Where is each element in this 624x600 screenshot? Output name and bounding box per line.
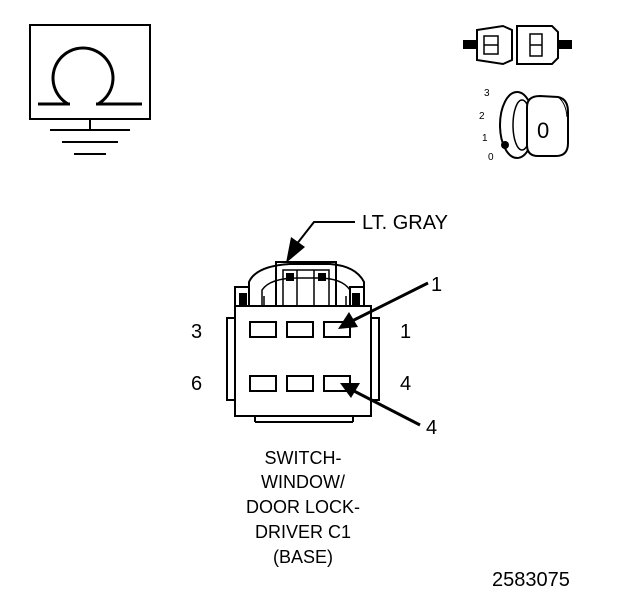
inline-connector-icon	[463, 24, 572, 66]
pin1-leader-arrow	[338, 281, 429, 329]
cavity-5	[286, 375, 314, 392]
color-leader-arrow	[286, 221, 355, 263]
cavity-label-6: 6	[191, 373, 202, 395]
callout-pin-1: 1	[431, 274, 442, 296]
caption-line-5: (BASE)	[273, 547, 333, 567]
ignition-position-0: 0	[488, 152, 494, 163]
wire-color-label: LT. GRAY	[362, 212, 448, 234]
callout-pin-4: 4	[426, 417, 437, 439]
cavity-6	[249, 375, 277, 392]
cavity-label-4: 4	[400, 373, 411, 395]
caption-line-2: WINDOW/	[261, 472, 345, 492]
ignition-position-1: 1	[482, 133, 488, 144]
caption-line-3: DOOR LOCK-	[246, 497, 360, 517]
cavity-3	[249, 321, 277, 338]
cavity-label-1: 1	[400, 321, 411, 343]
ignition-position-3: 3	[484, 88, 490, 99]
caption-line-4: DRIVER C1	[255, 522, 351, 542]
connector-body	[226, 261, 380, 423]
key-label: 0	[537, 118, 549, 143]
ground-ohm-icon	[29, 24, 151, 155]
cavity-grid	[249, 321, 351, 392]
figure-number: 2583075	[492, 569, 570, 591]
cavity-2	[286, 321, 314, 338]
ignition-key-icon	[499, 91, 569, 159]
pin4-leader-arrow	[340, 383, 421, 427]
ignition-position-2: 2	[479, 111, 485, 122]
caption-line-1: SWITCH-	[265, 448, 342, 468]
cavity-label-3: 3	[191, 321, 202, 343]
connector-caption: SWITCH- WINDOW/ DOOR LOCK- DRIVER C1 (BA…	[246, 448, 360, 567]
cavity-1	[323, 321, 351, 338]
